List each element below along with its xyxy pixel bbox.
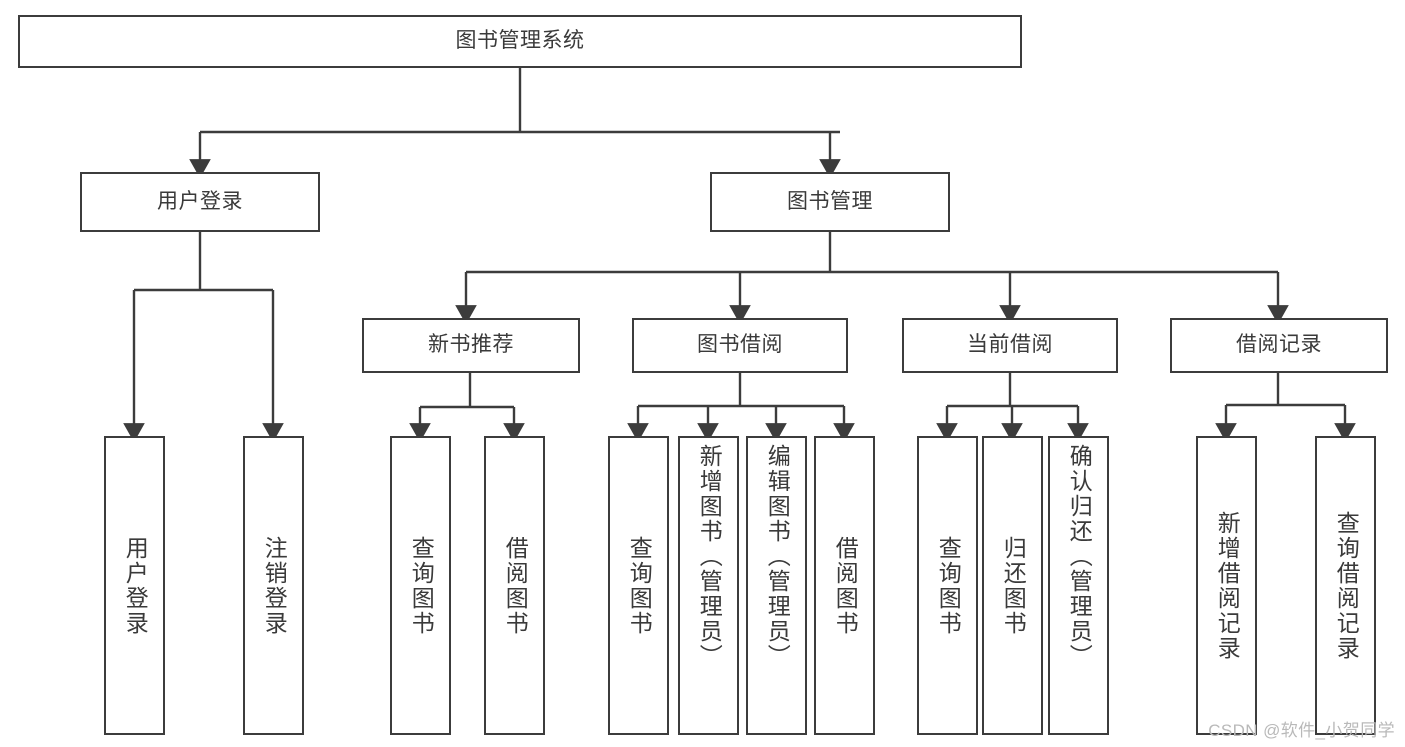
node-borrow-record[interactable]: 借阅记录 [1170,318,1388,373]
leaf-label: 确认归还（管理员） [1066,444,1093,669]
node-label: 图书管理系统 [455,29,585,53]
leaf-label: 用户登录 [122,535,149,636]
node-label: 用户登录 [157,189,243,213]
node-user-login[interactable]: 用户登录 [80,172,320,232]
node-root-system[interactable]: 图书管理系统 [18,15,1022,68]
node-label: 借阅记录 [1236,333,1322,357]
node-new-book-recommend[interactable]: 新书推荐 [362,318,580,373]
leaf-label: 新增图书（管理员） [696,444,723,669]
leaf-book-borrow-add-admin[interactable]: 新增图书（管理员） [678,436,739,735]
leaf-book-borrow-borrow[interactable]: 借阅图书 [814,436,875,735]
leaf-borrow-record-add[interactable]: 新增借阅记录 [1196,436,1257,735]
node-current-borrow[interactable]: 当前借阅 [902,318,1118,373]
leaf-borrow-record-query[interactable]: 查询借阅记录 [1315,436,1376,735]
leaf-label: 新增借阅记录 [1214,510,1241,661]
watermark-credit: CSDN @软件_小贺同学 [1208,721,1395,740]
leaf-label: 查询图书 [408,535,435,636]
leaf-book-borrow-query[interactable]: 查询图书 [608,436,669,735]
node-label: 当前借阅 [967,333,1053,357]
leaf-new-book-query[interactable]: 查询图书 [390,436,451,735]
leaf-label: 借阅图书 [502,535,529,636]
leaf-label: 归还图书 [1000,535,1027,636]
leaf-label: 查询借阅记录 [1333,510,1360,661]
leaf-label: 编辑图书（管理员） [764,444,791,669]
node-label: 新书推荐 [428,333,514,357]
leaf-current-borrow-confirm-admin[interactable]: 确认归还（管理员） [1048,436,1109,735]
leaf-user-login-login[interactable]: 用户登录 [104,436,165,735]
node-label: 图书借阅 [697,333,783,357]
leaf-user-login-logout[interactable]: 注销登录 [243,436,304,735]
leaf-book-borrow-edit-admin[interactable]: 编辑图书（管理员） [746,436,807,735]
leaf-current-borrow-return[interactable]: 归还图书 [982,436,1043,735]
node-label: 图书管理 [787,189,873,213]
node-book-management[interactable]: 图书管理 [710,172,950,232]
leaf-label: 借阅图书 [832,535,859,636]
leaf-new-book-borrow[interactable]: 借阅图书 [484,436,545,735]
leaf-label: 查询图书 [935,535,962,636]
node-book-borrow[interactable]: 图书借阅 [632,318,848,373]
leaf-current-borrow-query[interactable]: 查询图书 [917,436,978,735]
leaf-label: 查询图书 [626,535,653,636]
leaf-label: 注销登录 [261,535,288,636]
